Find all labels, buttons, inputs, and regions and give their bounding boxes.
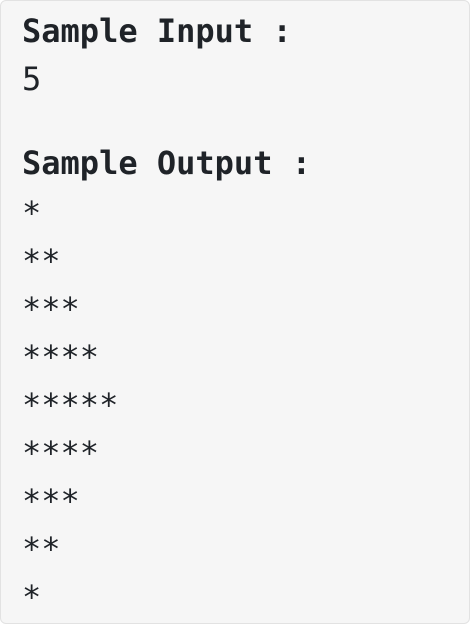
- sample-output-line: *****: [22, 386, 119, 424]
- sample-output-line: ***: [22, 290, 80, 328]
- sample-input-value: 5: [22, 60, 42, 98]
- sample-output-line: *: [22, 194, 42, 232]
- sample-output-line: ****: [22, 434, 100, 472]
- sample-output-line: **: [22, 242, 61, 280]
- sample-output-heading: Sample Output :: [22, 144, 311, 182]
- sample-output-line: ****: [22, 338, 100, 376]
- sample-output-line: ***: [22, 482, 80, 520]
- sample-output-line: **: [22, 530, 61, 568]
- sample-input-heading: Sample Input :: [22, 12, 292, 50]
- sample-output-line: *: [22, 578, 42, 616]
